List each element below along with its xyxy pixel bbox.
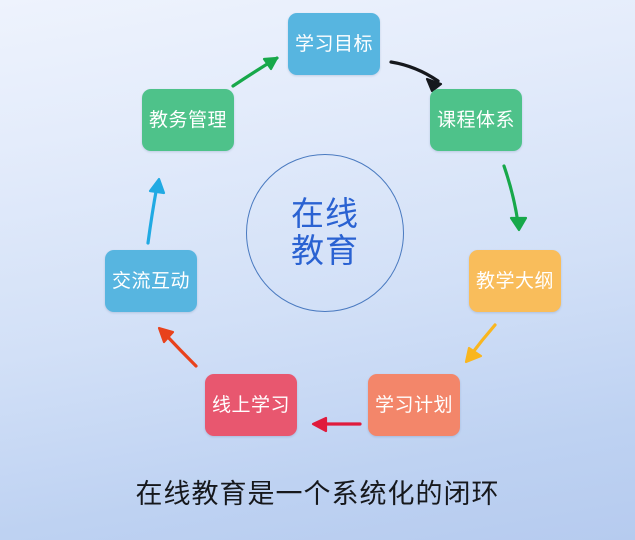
arrow-head-icon: [311, 416, 328, 433]
arrow-shaft: [502, 164, 520, 225]
arrow-shaft: [231, 56, 279, 88]
arrow-head-icon: [157, 326, 175, 344]
node-label: 教学大纲: [475, 269, 554, 292]
node-kecheng-tixi[interactable]: 课程体系: [430, 89, 522, 151]
arrow-head-icon: [509, 216, 528, 232]
node-label: 交流互动: [111, 269, 190, 292]
arrow-xianshang-to-jiaoliu: [157, 326, 198, 368]
center-circle: 在线 教育: [246, 154, 404, 312]
node-label: 学习目标: [294, 32, 373, 55]
arrow-head-icon: [464, 346, 483, 364]
arrow-jiaoliu-to-jiaowu: [146, 177, 166, 245]
arrow-kecheng-to-dagang: [502, 164, 528, 232]
arrow-jihua-to-xianshang: [311, 416, 362, 433]
node-label: 学习计划: [374, 393, 453, 416]
arrow-shaft: [389, 60, 440, 83]
center-label: 在线 教育: [291, 194, 359, 270]
arrow-head-icon: [148, 177, 166, 195]
node-label: 课程体系: [436, 108, 515, 131]
arrow-head-icon: [262, 56, 279, 71]
arrow-mubiao-to-kecheng: [389, 60, 443, 93]
center-label-line1: 在线: [291, 194, 359, 234]
arrow-dagang-to-jihua: [464, 323, 497, 364]
arrow-shaft: [468, 323, 497, 358]
node-xuexi-jihua[interactable]: 学习计划: [368, 374, 460, 436]
node-label: 教务管理: [148, 108, 227, 131]
node-jiaowu-guanli[interactable]: 教务管理: [142, 89, 234, 151]
node-jiaoxue-dagang[interactable]: 教学大纲: [469, 250, 561, 312]
node-xianshang-xuexi[interactable]: 线上学习: [205, 374, 297, 436]
diagram-caption: 在线教育是一个系统化的闭环: [135, 479, 500, 510]
node-jiaoliu-hudong[interactable]: 交流互动: [105, 250, 197, 312]
node-xuexi-mubiao[interactable]: 学习目标: [288, 13, 380, 75]
arrow-jiaowu-to-mubiao: [231, 56, 279, 88]
arrow-shaft: [146, 184, 159, 245]
node-label: 线上学习: [211, 393, 290, 416]
center-label-line2: 教育: [291, 231, 359, 270]
arrow-shaft: [163, 332, 198, 368]
